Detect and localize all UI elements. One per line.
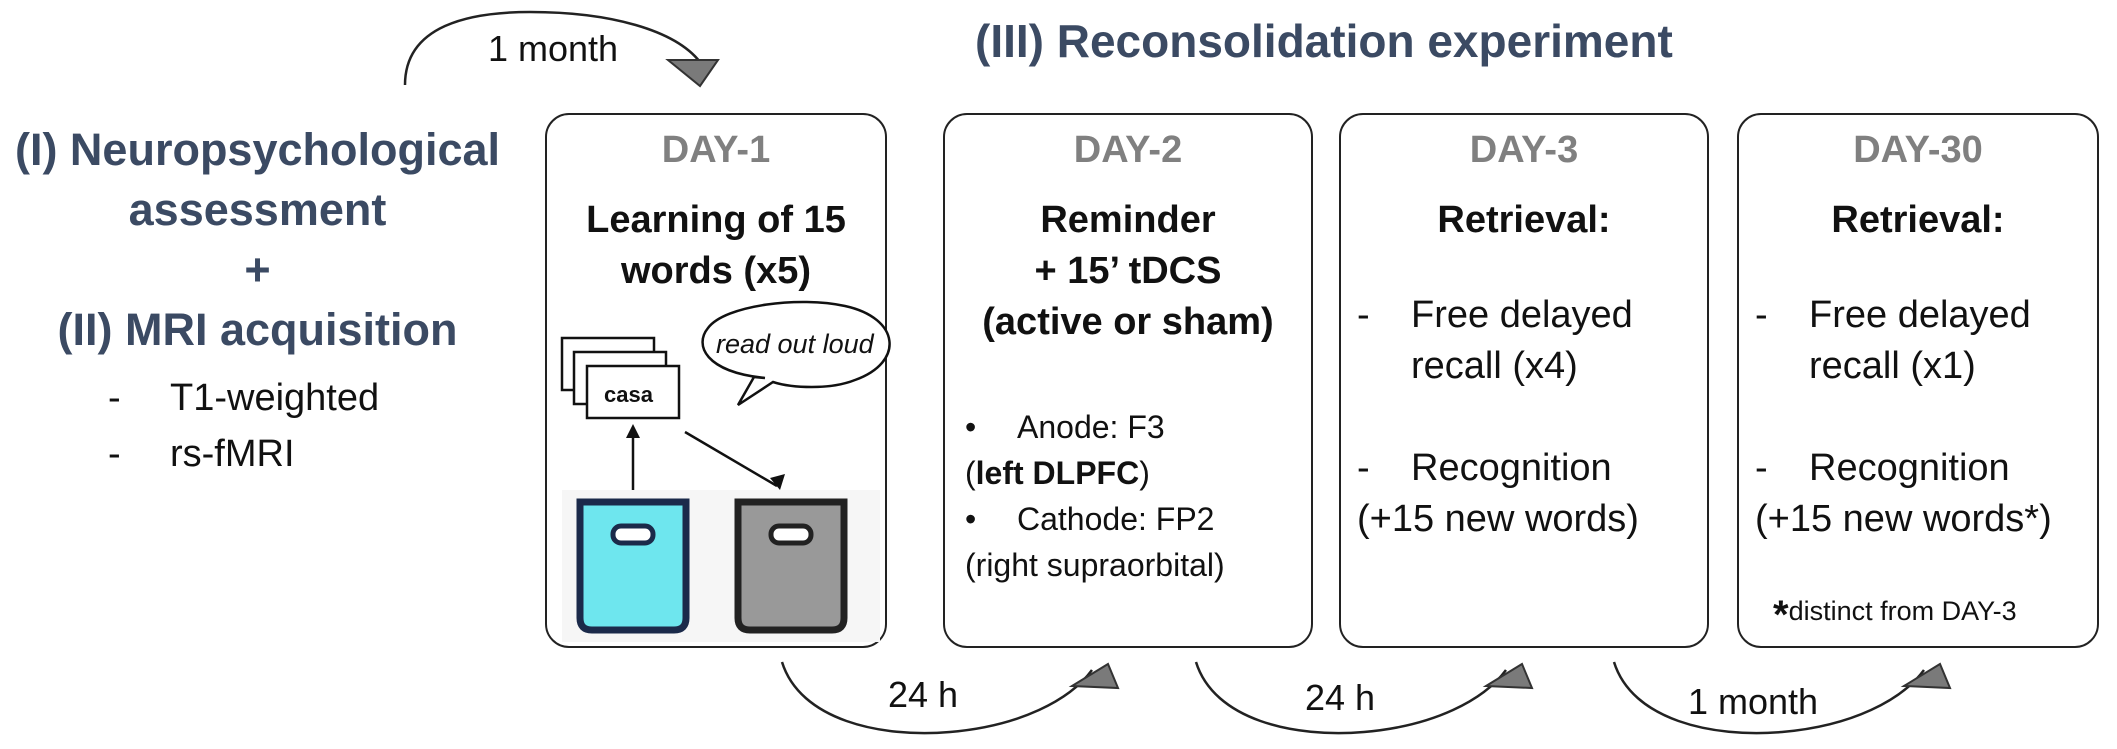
- interval-label-3: 1 month: [1688, 681, 1819, 722]
- day3-dash-2: -: [1357, 447, 1370, 489]
- mri-list: -T1-weighted -rs-fMRI: [108, 370, 379, 482]
- top-interval-label: 1 month: [488, 28, 619, 69]
- speech-bubble-icon: [701, 300, 891, 407]
- day30-item1-1: Free delayed: [1809, 294, 2031, 336]
- day1-title-2: words (x5): [620, 250, 812, 292]
- list-item: -rs-fMRI: [108, 433, 295, 475]
- left-heading: (I) Neuropsychological assessment + (II)…: [0, 120, 515, 360]
- day30-item2-1: Recognition: [1809, 447, 2010, 489]
- speech-text: read out loud: [716, 329, 874, 359]
- day30-title: Retrieval:: [1831, 199, 2005, 241]
- day30-item2-2: (+15 new words*): [1755, 498, 2052, 540]
- cathode-site: (right supraorbital): [965, 547, 1225, 583]
- day30-dash-1: -: [1755, 294, 1768, 336]
- interval-arrow-1: [780, 661, 1120, 735]
- day2-box: DAY-2 Reminder + 15’ tDCS (active or sha…: [943, 113, 1313, 648]
- day2-title-2: + 15’ tDCS: [1034, 250, 1222, 292]
- day3-item2-2: (+15 new words): [1357, 498, 1639, 540]
- anode-site: (left DLPFC): [965, 455, 1150, 491]
- day3-box: DAY-3 Retrieval: - Free delayed recall (…: [1339, 113, 1709, 648]
- cathode-bullet: •: [965, 501, 977, 537]
- cathode-label: Cathode: FP2: [1017, 501, 1215, 537]
- day30-footnote: *distinct from DAY-3: [1773, 593, 2017, 637]
- experiment-title: (III) Reconsolidation experiment: [975, 15, 1673, 67]
- day3-title: Retrieval:: [1437, 199, 1611, 241]
- day2-title-1: Reminder: [1040, 199, 1216, 241]
- neuropsych-title: (I) Neuropsychological: [14, 124, 501, 175]
- day2-label: DAY-2: [1073, 129, 1183, 171]
- gray-bin-icon: [734, 498, 848, 634]
- day2-title-3: (active or sham): [982, 301, 1274, 343]
- plus-sign: +: [244, 244, 271, 295]
- day30-label: DAY-30: [1853, 129, 1983, 171]
- day1-label: DAY-1: [661, 129, 771, 171]
- day30-item1-2: recall (x1): [1809, 345, 1976, 387]
- day3-label: DAY-3: [1469, 129, 1579, 171]
- list-item: -T1-weighted: [108, 377, 380, 419]
- day3-item2-1: Recognition: [1411, 447, 1612, 489]
- flow-arrows: [626, 424, 785, 492]
- interval-arrow-3: [1612, 661, 1952, 735]
- interval-label-1: 24 h: [888, 674, 959, 715]
- interval-label-2: 24 h: [1305, 677, 1376, 718]
- assessment-title: assessment: [128, 184, 387, 235]
- word-cards-icon: [560, 336, 681, 420]
- top-interval-arrow: [403, 10, 720, 88]
- card-word: casa: [604, 382, 653, 407]
- anode-bullet: •: [965, 409, 977, 445]
- day30-dash-2: -: [1755, 447, 1768, 489]
- day30-box: DAY-30 Retrieval: - Free delayed recall …: [1737, 113, 2099, 648]
- day3-dash-1: -: [1357, 294, 1370, 336]
- anode-label: Anode: F3: [1017, 409, 1165, 445]
- mri-title: (II) MRI acquisition: [57, 304, 458, 355]
- day3-item1-1: Free delayed: [1411, 294, 1633, 336]
- cyan-bin-icon: [576, 498, 690, 634]
- day3-item1-2: recall (x4): [1411, 345, 1578, 387]
- interval-arrow-2: [1194, 661, 1534, 735]
- day1-title-1: Learning of 15: [586, 199, 846, 241]
